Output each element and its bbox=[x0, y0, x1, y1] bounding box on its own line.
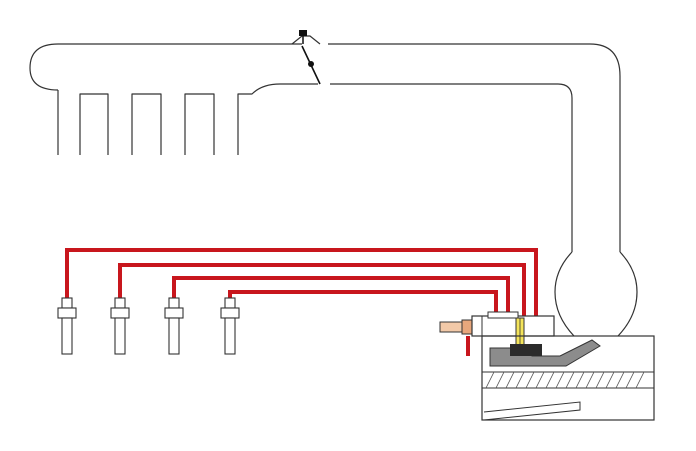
intake-manifold bbox=[29, 43, 318, 155]
fuel-injectors bbox=[57, 297, 240, 355]
throttle-plate bbox=[291, 30, 321, 85]
fuel-distributor bbox=[439, 311, 555, 351]
fuel-lines bbox=[65, 248, 538, 356]
air-flow-meter bbox=[481, 335, 655, 421]
fuel-line-2 bbox=[118, 263, 526, 318]
fuel-injector-1 bbox=[57, 297, 77, 355]
fuel-injector-2 bbox=[110, 297, 130, 355]
fuel-line-4 bbox=[228, 290, 498, 318]
fuel-line-3 bbox=[172, 276, 510, 318]
fuel-injector-4 bbox=[220, 297, 240, 355]
air-intake-duct bbox=[328, 43, 638, 337]
fuel-injector-3 bbox=[164, 297, 184, 355]
fuel-line-1 bbox=[65, 248, 538, 318]
